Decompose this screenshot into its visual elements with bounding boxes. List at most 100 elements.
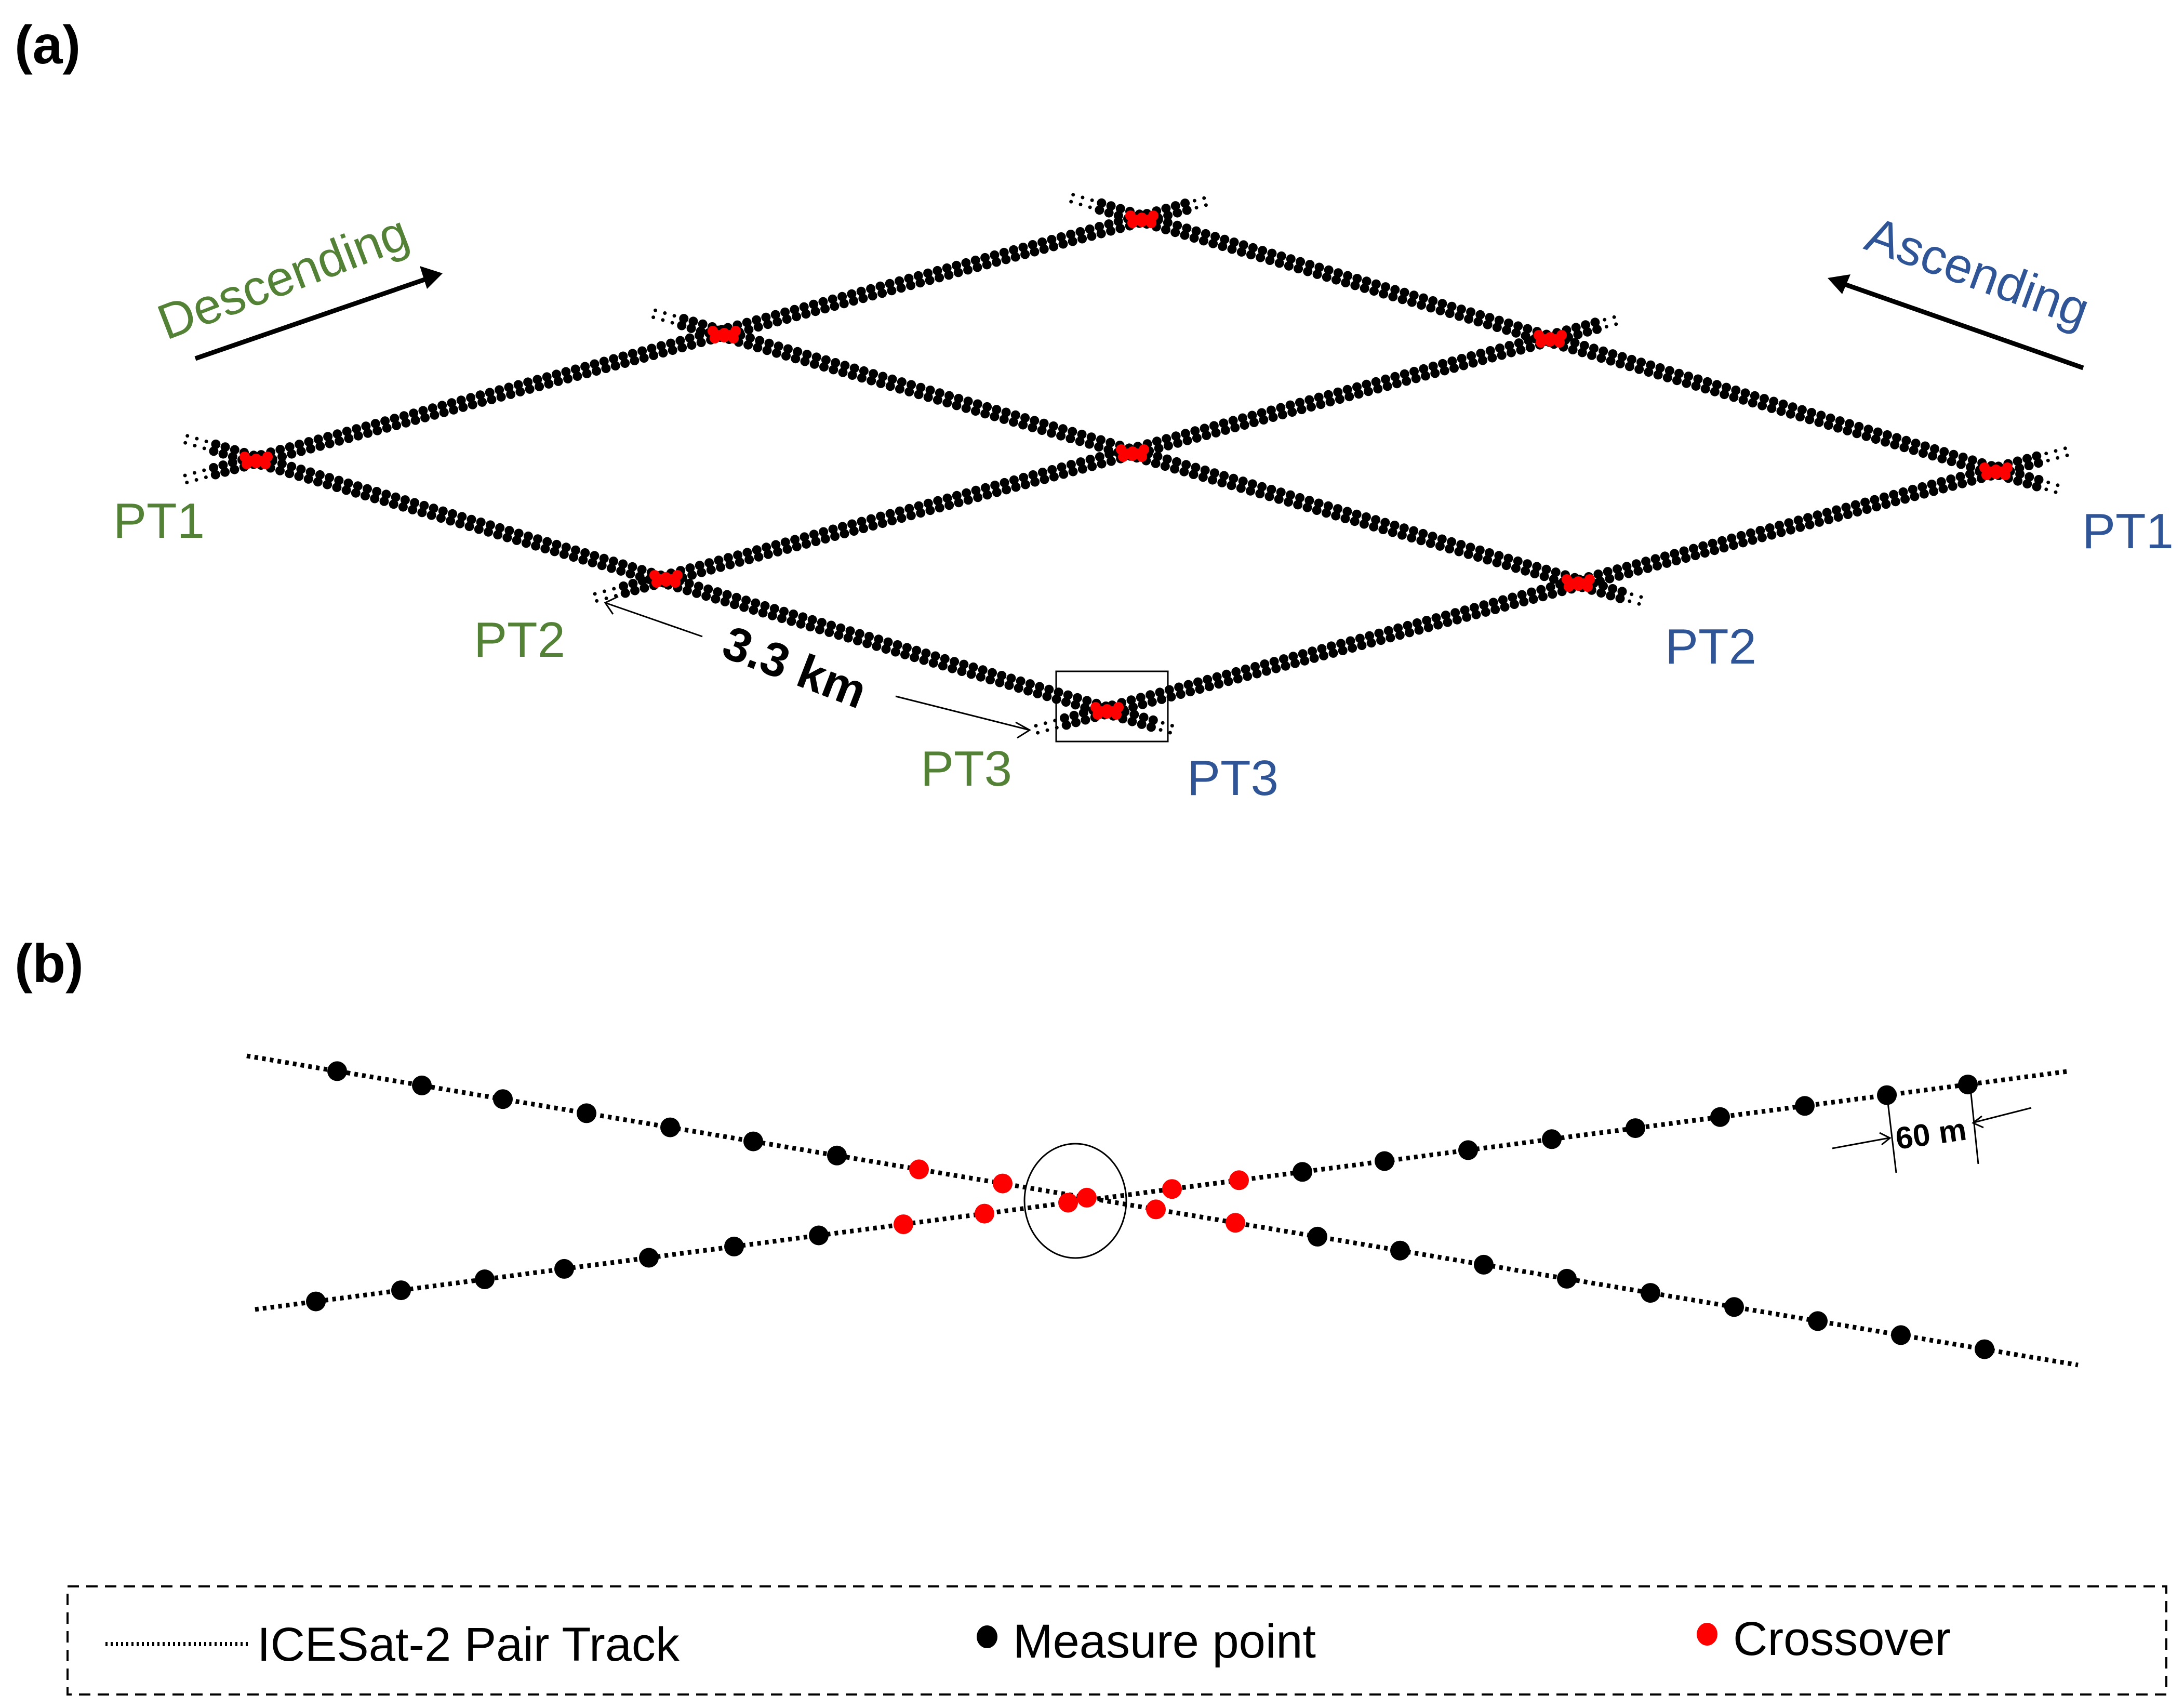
measure-point <box>781 351 791 361</box>
measure-point <box>1426 538 1435 548</box>
measure-point <box>1485 346 1495 355</box>
measure-point <box>687 340 697 350</box>
measure-point <box>1202 196 1206 200</box>
measure-point <box>1369 286 1379 296</box>
measure-point <box>409 408 419 418</box>
measure-point <box>1757 533 1767 542</box>
measure-point <box>535 381 544 391</box>
measure-point <box>773 547 783 557</box>
measure-point <box>1194 206 1198 210</box>
measure-point <box>1606 356 1616 366</box>
measure-point <box>1277 410 1287 420</box>
measure-point <box>872 641 882 651</box>
measure-point <box>277 452 287 461</box>
measure-point <box>1474 1254 1494 1275</box>
measure-point <box>1670 549 1680 559</box>
measure-point <box>592 366 602 376</box>
measure-point <box>1034 724 1038 728</box>
measure-point <box>1214 679 1224 689</box>
measure-point <box>1860 497 1870 507</box>
measure-point <box>1271 664 1281 673</box>
measure-point <box>1049 472 1059 482</box>
measure-point <box>1281 661 1290 671</box>
measure-point <box>1047 465 1057 474</box>
measure-point <box>1841 502 1851 512</box>
measure-point <box>1265 256 1275 265</box>
measure-point <box>475 390 485 400</box>
measure-point <box>1078 203 1083 206</box>
measure-point <box>332 483 342 492</box>
measure-point <box>1919 489 1929 499</box>
measure-point <box>1056 431 1066 441</box>
measure-point <box>1115 223 1125 233</box>
measure-point <box>485 388 495 398</box>
measure-point <box>1920 441 1930 451</box>
measure-point <box>1722 382 1732 392</box>
measure-point <box>561 367 571 377</box>
measure-point <box>1390 1240 1410 1261</box>
measure-point <box>1454 547 1464 557</box>
measure-point <box>745 333 755 343</box>
measure-point <box>304 437 314 447</box>
measure-point <box>1475 310 1485 320</box>
measure-point <box>1426 303 1436 313</box>
measure-point <box>1573 329 1583 339</box>
measure-point <box>1469 603 1479 613</box>
measure-point <box>1189 470 1198 479</box>
measure-point <box>1163 218 1173 228</box>
measure-point <box>1698 541 1708 551</box>
measure-point <box>711 594 721 604</box>
measure-point <box>1259 415 1269 425</box>
track-lines <box>183 193 2069 735</box>
measure-point <box>921 648 931 658</box>
measure-point <box>1340 513 1350 523</box>
measure-point <box>1437 299 1447 309</box>
ascending-arrow-icon <box>1828 274 1850 294</box>
measure-point <box>1000 478 1009 487</box>
measure-point <box>942 398 952 408</box>
measure-point <box>342 427 352 436</box>
measure-point <box>651 315 656 320</box>
measure-point <box>1170 228 1180 237</box>
measure-point <box>1314 392 1324 402</box>
crossover-point <box>1146 218 1156 228</box>
measure-point <box>540 544 550 553</box>
crossover-point <box>1137 452 1147 462</box>
measure-point <box>2013 456 2022 466</box>
measure-point <box>1548 589 1557 599</box>
ascending-track-points <box>306 1075 1978 1312</box>
descending-track-3 <box>1034 446 2069 735</box>
measure-point <box>762 542 771 552</box>
measure-point <box>1212 672 1222 682</box>
measure-point <box>1203 674 1213 684</box>
measure-point <box>1241 664 1250 674</box>
measure-point <box>2044 487 2048 492</box>
measure-point <box>1473 317 1483 327</box>
measure-point <box>637 346 647 356</box>
measure-point <box>1767 530 1777 540</box>
ascending-indicator: Ascending <box>1828 206 2097 370</box>
measure-point <box>455 519 465 528</box>
measure-point <box>897 513 907 523</box>
measure-point <box>1009 475 1019 485</box>
measure-point <box>1504 341 1514 351</box>
measure-point <box>944 500 954 510</box>
measure-point <box>1379 289 1389 299</box>
measure-point <box>1071 193 1075 197</box>
measure-point <box>1044 684 1054 694</box>
measure-point <box>1361 512 1371 522</box>
measure-point <box>1355 633 1365 643</box>
crossover-point <box>251 458 261 468</box>
measure-point <box>1322 508 1331 518</box>
measure-point <box>351 488 361 498</box>
measure-point <box>1431 613 1441 623</box>
measure-point <box>1088 205 1092 209</box>
measure-point <box>1189 233 1199 243</box>
measure-point <box>761 312 771 322</box>
measure-point <box>1443 617 1453 627</box>
measure-point <box>1492 558 1502 567</box>
measure-point <box>1786 525 1795 535</box>
measure-point <box>1492 323 1502 332</box>
measure-point <box>1036 731 1040 735</box>
measure-point <box>1423 623 1433 632</box>
